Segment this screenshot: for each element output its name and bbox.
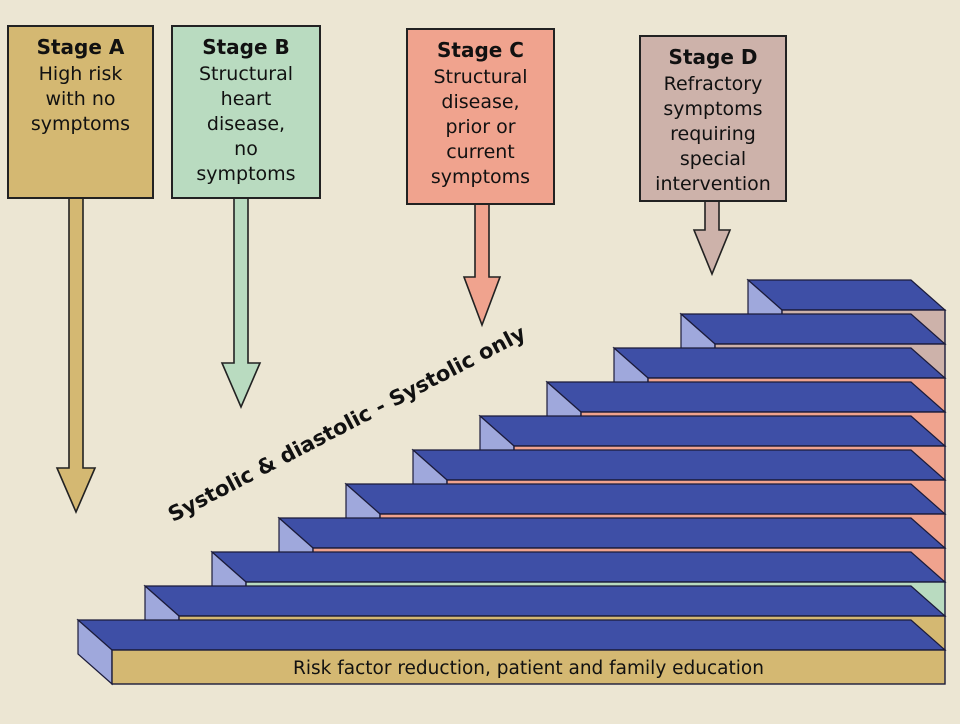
stage-b-description-line: heart xyxy=(221,88,272,110)
stage-a: Stage A High risk with no symptoms xyxy=(7,25,154,515)
stage-d-box xyxy=(639,35,787,202)
stage-a-description-line: with no xyxy=(45,88,115,110)
stage-d-title: Stage D xyxy=(669,45,758,69)
stage-b-title: Stage B xyxy=(202,35,290,59)
stage-a-arrow xyxy=(55,197,97,515)
stage-c-box xyxy=(406,28,555,205)
step-tread xyxy=(478,415,947,447)
step-tread xyxy=(277,517,947,549)
step-label: Risk factor reduction, patient and famil… xyxy=(293,658,764,679)
stage-c-description-line: disease, xyxy=(441,91,519,113)
step-tread xyxy=(612,347,947,379)
stage-d-description-line: intervention xyxy=(655,173,771,195)
staircase: VAD, TXInotropes, nesiritideMitral or CA… xyxy=(76,278,947,686)
stage-a-box xyxy=(7,25,154,199)
step-1: Risk factor reduction, patient and famil… xyxy=(76,618,947,686)
step-tread xyxy=(76,619,947,651)
step-tread xyxy=(210,551,947,583)
stage-b-description-line: Structural xyxy=(199,63,293,85)
stage-c: Stage C Structural disease, prior or current… xyxy=(406,28,555,328)
stage-c-description-line: Structural xyxy=(433,66,527,88)
stage-b: Stage B Structural heart disease, no symptoms xyxy=(171,25,321,410)
step-tread xyxy=(143,585,947,617)
stage-b-box xyxy=(171,25,321,199)
stage-c-description-line: symptoms xyxy=(431,166,530,188)
stage-a-title: Stage A xyxy=(37,35,125,59)
step-tread xyxy=(344,483,947,515)
stage-c-description-line: prior or xyxy=(445,116,515,138)
stage-d-description-line: symptoms xyxy=(663,98,762,120)
step-tread xyxy=(679,313,947,345)
step-tread xyxy=(545,381,947,413)
stage-c-arrow xyxy=(462,203,502,328)
stage-b-description-line: symptoms xyxy=(196,163,295,185)
step-riser xyxy=(111,649,946,685)
stage-d-description-line: special xyxy=(680,148,746,170)
stage-a-description-line: symptoms xyxy=(31,113,130,135)
stage-c-title: Stage C xyxy=(437,38,524,62)
stage-b-arrow xyxy=(220,197,262,410)
stage-d: Stage D Refractory symptoms requiring specia… xyxy=(639,35,787,277)
stage-d-description-line: Refractory xyxy=(664,73,763,95)
step-tread xyxy=(411,449,947,481)
stage-d-arrow xyxy=(692,200,732,277)
stage-b-description-line: disease, xyxy=(207,113,285,135)
stage-a-description-line: High risk xyxy=(39,63,123,85)
stage-c-description-line: current xyxy=(446,141,515,163)
stage-b-description-line: no xyxy=(234,138,258,160)
stage-d-description-line: requiring xyxy=(670,123,756,145)
